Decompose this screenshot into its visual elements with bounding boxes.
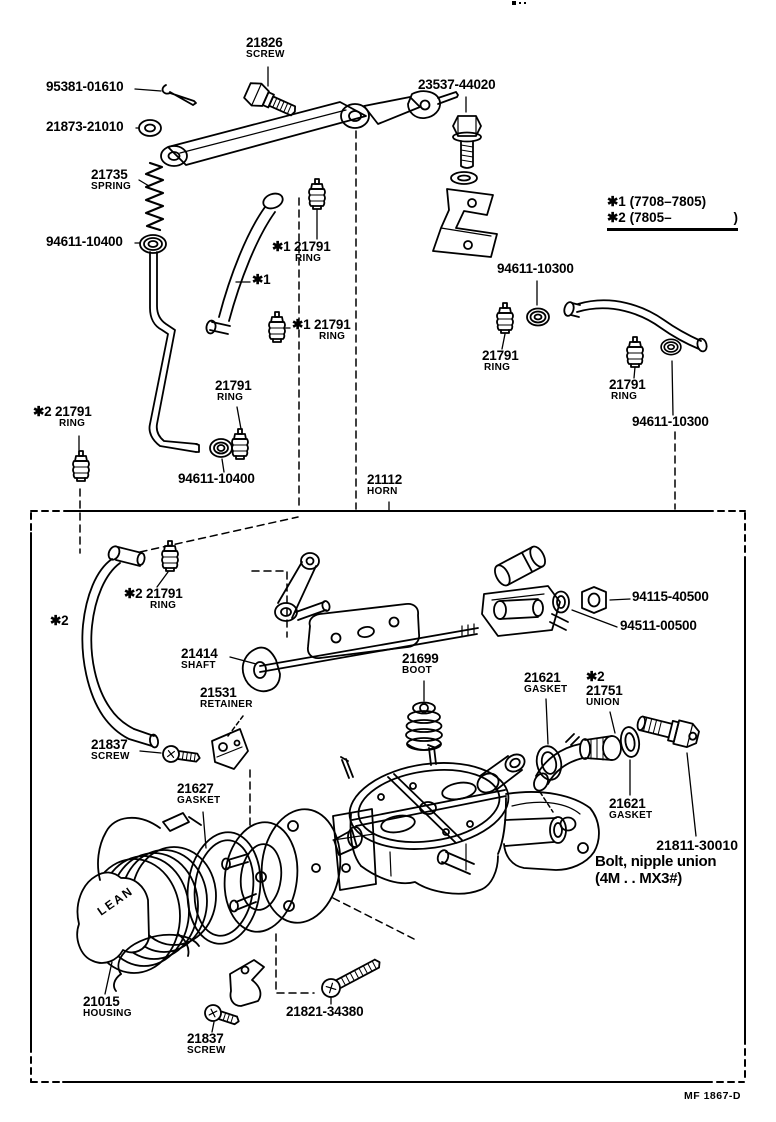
- shaft-21414-drawing: [241, 602, 479, 693]
- housing-cap: LEAN: [76, 871, 150, 964]
- cotter-pin-95381: [161, 84, 197, 106]
- label-23537: 23537-44020: [418, 77, 496, 92]
- gasket-21621-a-drawing: [535, 745, 563, 781]
- applicability-note: ✱1 (7708–7805) ✱2 (7805–): [607, 194, 738, 231]
- washer-94611-10400-a: [139, 234, 167, 254]
- linkage-bracket: [481, 545, 569, 637]
- label-mark-2: ✱2: [50, 613, 69, 628]
- label-94115: 94115-40500: [632, 589, 709, 604]
- note-line-1: ✱1 (7708–7805): [607, 194, 707, 209]
- wire-bail-clip: [97, 812, 202, 992]
- cover-plate: [260, 808, 358, 924]
- screw-21821-drawing: [321, 958, 381, 998]
- pump-connecting-rod: [148, 251, 200, 453]
- boot-21699-drawing: [405, 701, 443, 751]
- ring-21791-a: [308, 178, 326, 210]
- screw-21837-a-drawing: [162, 745, 201, 763]
- label-mark-1: ✱1: [252, 272, 271, 287]
- carburetor-horn-body: [332, 744, 600, 895]
- gasket-21627-drawing: [186, 831, 262, 945]
- screw-21826-drawing: [243, 82, 296, 117]
- bolt-23537-drawing: [432, 115, 498, 258]
- dashed-leaders: [79, 130, 676, 994]
- page-top-marks: [512, 1, 526, 5]
- union-21751-drawing: [533, 733, 622, 792]
- washer-94611-10400-b: [209, 438, 233, 458]
- washer-94611-10300-a: [526, 307, 550, 327]
- label-21811: 21811-30010 Bolt, nipple union (4M . . M…: [595, 837, 738, 887]
- label-94611-10400-b: 94611-10400: [178, 471, 255, 486]
- note-line-2: ✱2 (7805–): [607, 210, 738, 225]
- note-underline: [607, 228, 738, 231]
- retainer-21531-drawing: [211, 728, 249, 770]
- label-94511: 94511-00500: [620, 618, 697, 633]
- fiche-code: MF 1867-D: [684, 1090, 742, 1102]
- washer-21873: [138, 119, 162, 137]
- screw-21837-b-drawing: [204, 1004, 240, 1026]
- leader-lines: [78, 66, 697, 1033]
- ring-21791-d: [72, 450, 90, 482]
- fuel-pipe-right: [563, 299, 708, 353]
- pump-lever: [160, 90, 459, 167]
- ring-21791-near-rod: [231, 428, 249, 460]
- label-94611-10400-a: 94611-10400: [46, 234, 123, 249]
- label-94611-10300-b: 94611-10300: [632, 414, 709, 429]
- ring-21791-g: [161, 540, 179, 572]
- ring-21791-e: [496, 302, 514, 334]
- washer-94611-10300-b: [660, 338, 682, 356]
- vacuum-pipe-left: [81, 545, 159, 749]
- gasket-21621-b-drawing: [619, 726, 641, 758]
- label-21873: 21873-21010: [46, 119, 124, 134]
- label-95381: 95381-01610: [46, 79, 124, 94]
- label-94611-10300-a: 94611-10300: [497, 261, 574, 276]
- throttle-lever: [274, 552, 331, 622]
- label-21821: 21821-34380: [286, 1004, 364, 1019]
- nut-94115-drawing: [581, 586, 607, 614]
- spring-21735-drawing: [144, 161, 165, 232]
- washer-94511-drawing: [552, 590, 570, 614]
- choke-link: [205, 192, 284, 335]
- ring-21791-f: [626, 336, 644, 368]
- clamp-bracket: [229, 959, 265, 1007]
- assembly-box: [30, 510, 746, 1083]
- bolt-21811-drawing: [636, 715, 700, 748]
- ring-21791-b: [268, 311, 286, 343]
